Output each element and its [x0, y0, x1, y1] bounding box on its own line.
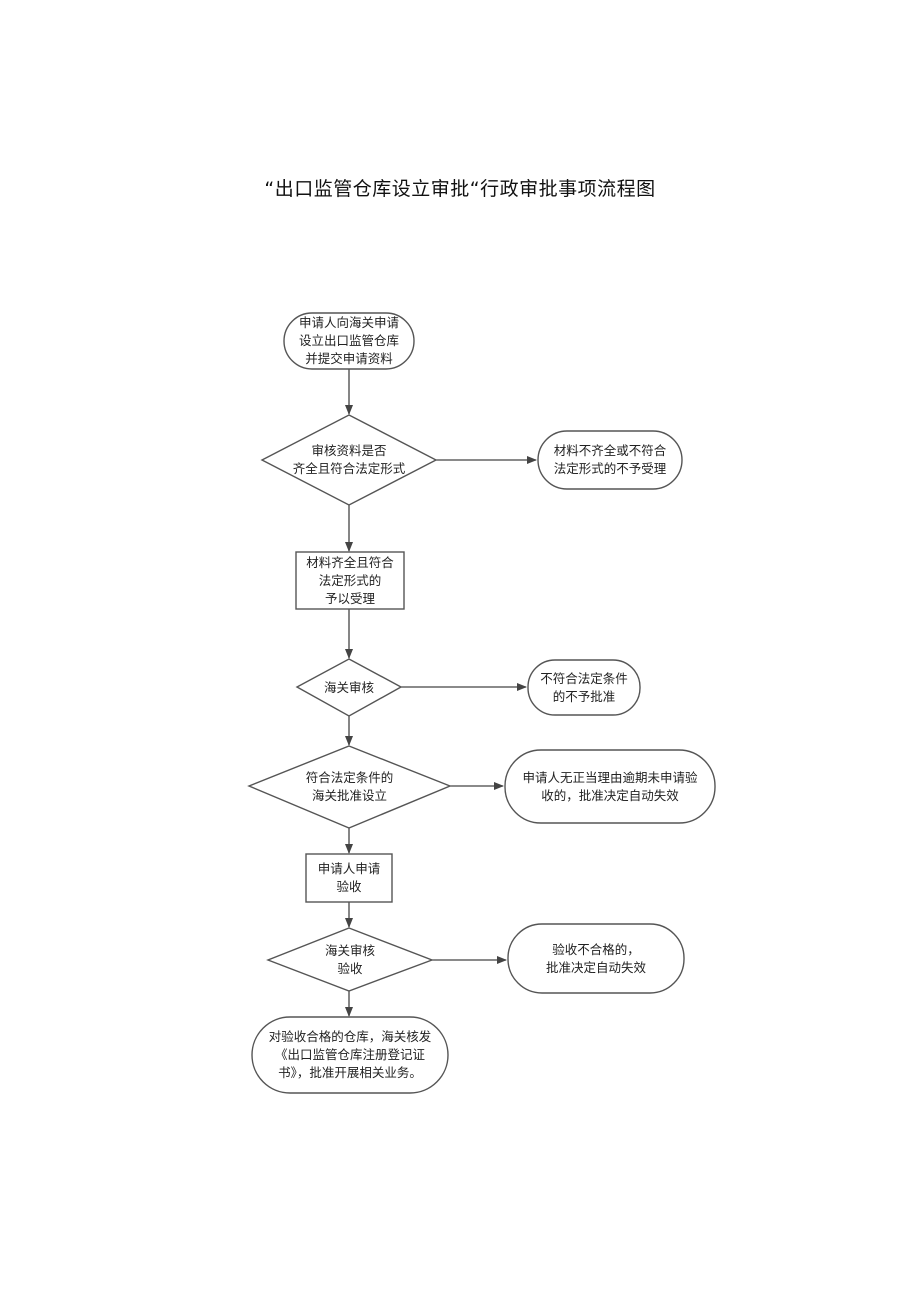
node-text-line: 验收 [337, 960, 363, 976]
node-text: 海关审核验收 [325, 942, 375, 978]
node-text-line: 对验收合格的仓库，海关核发 [268, 1029, 432, 1044]
node-text: 对验收合格的仓库，海关核发《出口监管仓库注册登记证书》，批准开展相关业务。 [269, 1028, 432, 1082]
node-not-approved-label: 不符合法定条件的不予批准 [528, 660, 640, 715]
node-apply-inspection-label: 申请人申请验收 [306, 854, 392, 902]
node-text-line: 材料齐全且符合 [306, 554, 394, 570]
node-text: 海关审核 [324, 679, 374, 697]
node-text-line: 齐全且符合法定形式 [292, 461, 406, 476]
node-approve-setup-shape [247, 745, 452, 829]
node-text-line: 予以受理 [324, 590, 375, 606]
node-not-approved-shape [527, 659, 641, 716]
node-text-line: 申请人无正当理由逾期未申请验 [522, 769, 698, 785]
node-text-line: 符合法定条件的 [305, 770, 394, 785]
node-check-docs-shape [260, 414, 438, 506]
node-text-line: 验收 [336, 879, 362, 894]
node-certificate-label: 对验收合格的仓库，海关核发《出口监管仓库注册登记证书》，批准开展相关业务。 [252, 1017, 448, 1093]
node-inspection-fail-shape [507, 923, 685, 994]
node-text: 材料不齐全或不符合法定形式的不予受理 [554, 442, 667, 478]
node-text-line: 的不予批准 [552, 688, 616, 704]
page-title: “出口监管仓库设立审批“行政审批事项流程图 [264, 178, 656, 200]
node-text-line: 书》，批准开展相关业务。 [278, 1065, 422, 1080]
node-overdue-void-shape [504, 749, 716, 824]
node-text-line: 海关批准设立 [311, 788, 387, 803]
node-apply-shape [283, 312, 415, 370]
node-text: 审核资料是否齐全且符合法定形式 [293, 442, 406, 478]
node-customs-review-label: 海关审核 [297, 659, 401, 716]
node-approve-setup-label: 符合法定条件的海关批准设立 [249, 746, 450, 828]
node-reject-docs-label: 材料不齐全或不符合法定形式的不予受理 [538, 431, 682, 489]
node-text: 申请人向海关申请设立出口监管仓库并提交申请资料 [299, 314, 399, 368]
node-text-line: 申请人申请 [317, 861, 381, 876]
node-check-docs-label: 审核资料是否齐全且符合法定形式 [262, 415, 436, 505]
node-text-line: 《出口监管仓库注册登记证 [274, 1047, 425, 1062]
node-apply-inspection-shape [305, 853, 393, 903]
node-review-inspection-shape [266, 927, 434, 992]
node-text-line: 批准决定自动失效 [545, 959, 646, 975]
node-text-line: 审核资料是否 [311, 443, 387, 458]
node-text-line: 法定形式的不予受理 [553, 461, 667, 476]
node-text-line: 申请人向海关申请 [298, 315, 399, 330]
node-text-line: 并提交申请资料 [305, 351, 393, 366]
node-accept-label: 材料齐全且符合法定形式的予以受理 [296, 552, 404, 609]
node-text-line: 设立出口监管仓库 [298, 333, 399, 348]
node-text-line: 验收不合格的， [552, 941, 640, 957]
node-inspection-fail-label: 验收不合格的， 批准决定自动失效 [508, 924, 684, 993]
node-text: 申请人无正当理由逾期未申请验收的，批准决定自动失效 [522, 769, 697, 805]
node-text-line: 海关审核 [323, 679, 374, 695]
node-accept-shape [295, 551, 405, 610]
node-text-line: 海关审核 [324, 942, 375, 958]
node-text-line: 不符合法定条件 [540, 670, 628, 686]
node-text-line: 法定形式的 [318, 572, 382, 588]
node-overdue-void-label: 申请人无正当理由逾期未申请验收的，批准决定自动失效 [505, 750, 715, 823]
node-reject-docs-shape [537, 430, 683, 490]
node-certificate-shape [251, 1016, 449, 1094]
node-text: 申请人申请验收 [318, 860, 381, 896]
node-customs-review-shape [295, 658, 403, 717]
node-apply-label: 申请人向海关申请设立出口监管仓库并提交申请资料 [284, 313, 414, 369]
node-text: 符合法定条件的海关批准设立 [306, 769, 394, 805]
node-text: 不符合法定条件的不予批准 [540, 670, 628, 706]
node-text: 材料齐全且符合法定形式的予以受理 [306, 554, 394, 608]
node-review-inspection-label: 海关审核验收 [268, 928, 432, 991]
node-text-line: 材料不齐全或不符合 [553, 443, 667, 458]
node-text: 验收不合格的， 批准决定自动失效 [546, 941, 646, 977]
node-text-line: 收的，批准决定自动失效 [541, 787, 679, 803]
